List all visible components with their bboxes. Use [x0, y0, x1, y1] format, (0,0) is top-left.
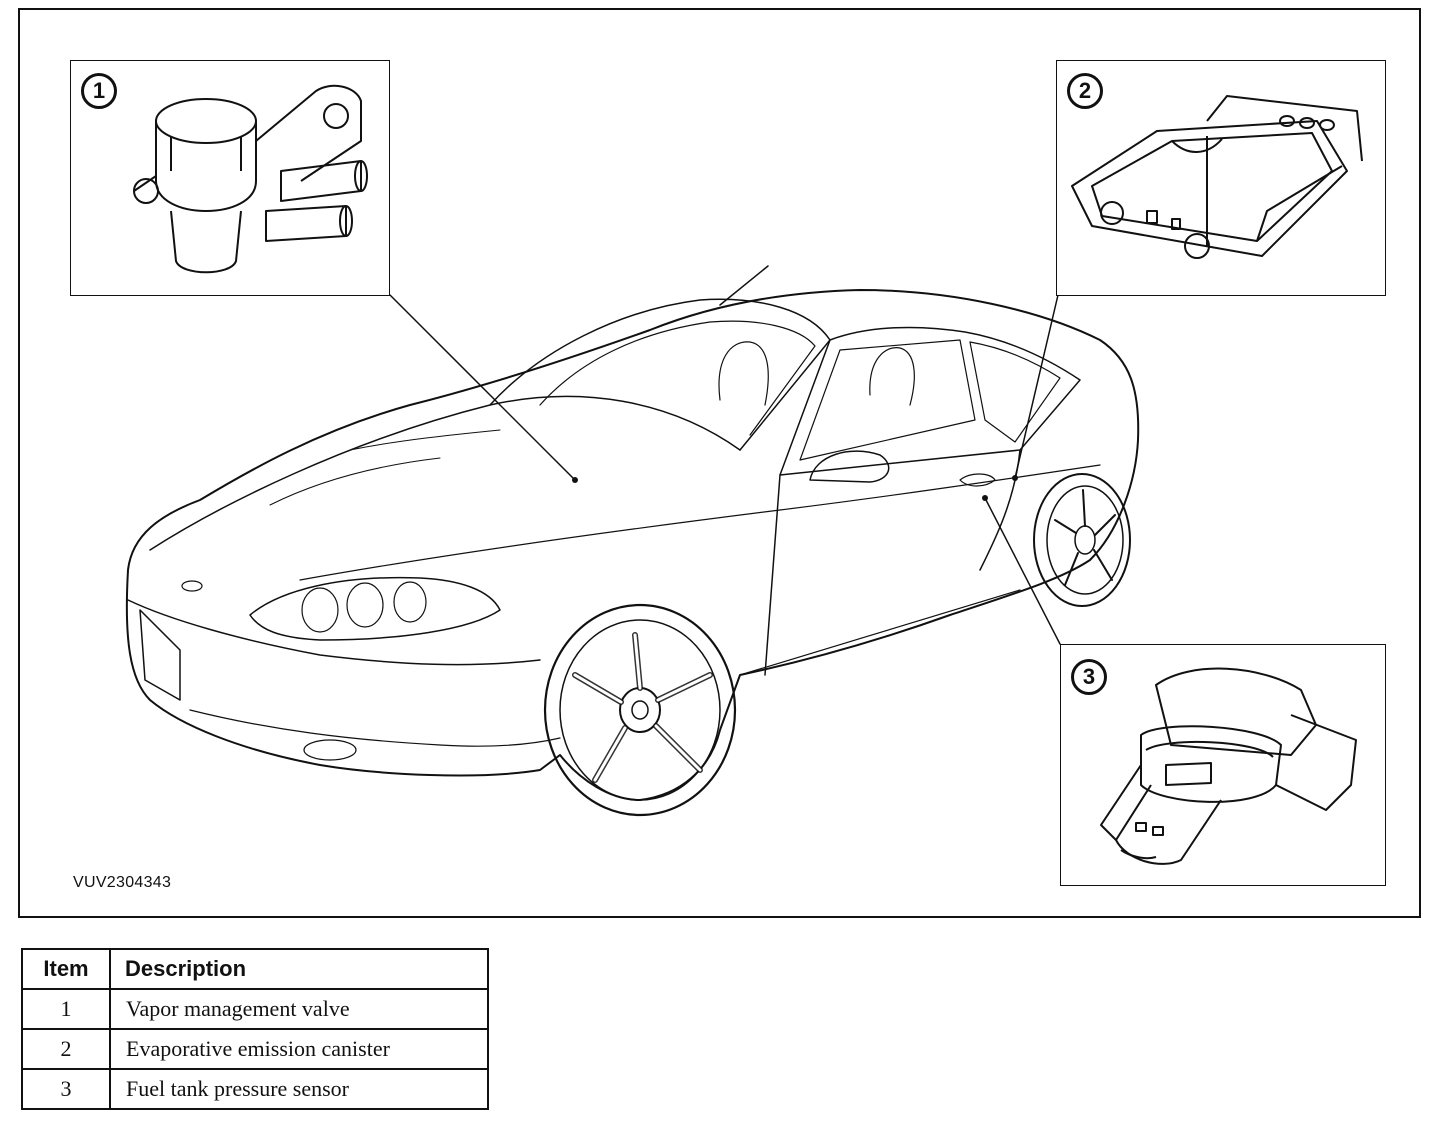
- item-number: 3: [21, 1068, 111, 1110]
- figure-code: VUV2304343: [73, 874, 172, 891]
- diagram-frame: 1 2: [18, 8, 1421, 918]
- inset-fuel-tank-pressure-sensor: 3: [1060, 644, 1386, 886]
- table-row: 1 Vapor management valve: [21, 988, 489, 1030]
- item-description: Vapor management valve: [109, 988, 489, 1030]
- leader-line-3: [984, 497, 1061, 645]
- item-description: Evaporative emission canister: [109, 1028, 489, 1070]
- inset-vapor-management-valve: 1: [70, 60, 390, 296]
- item-number: 2: [21, 1028, 111, 1070]
- leader-line-2: [1014, 294, 1059, 479]
- sensor-icon: [1100, 667, 1357, 865]
- callout-3: 3: [1071, 659, 1107, 695]
- callout-2: 2: [1067, 73, 1103, 109]
- item-column-header: Item: [21, 948, 111, 990]
- item-number: 1: [21, 988, 111, 1030]
- item-description: Fuel tank pressure sensor: [109, 1068, 489, 1110]
- legend-table: Item Description 1 Vapor management valv…: [21, 948, 489, 1110]
- rear-wheel: [1033, 473, 1131, 607]
- table-row: 2 Evaporative emission canister: [21, 1028, 489, 1070]
- leader-line-1: [389, 294, 576, 481]
- description-column-header: Description: [109, 948, 489, 990]
- legend-header-row: Item Description: [21, 948, 489, 990]
- canister-icon: [1071, 95, 1363, 259]
- car-illustration: [125, 265, 1140, 817]
- callout-1: 1: [81, 73, 117, 109]
- table-row: 3 Fuel tank pressure sensor: [21, 1068, 489, 1110]
- valve-icon: [133, 84, 368, 274]
- antenna: [719, 265, 769, 306]
- inset-evaporative-emission-canister: 2: [1056, 60, 1386, 296]
- front-wheel: [543, 603, 737, 817]
- car-body: [125, 289, 1140, 801]
